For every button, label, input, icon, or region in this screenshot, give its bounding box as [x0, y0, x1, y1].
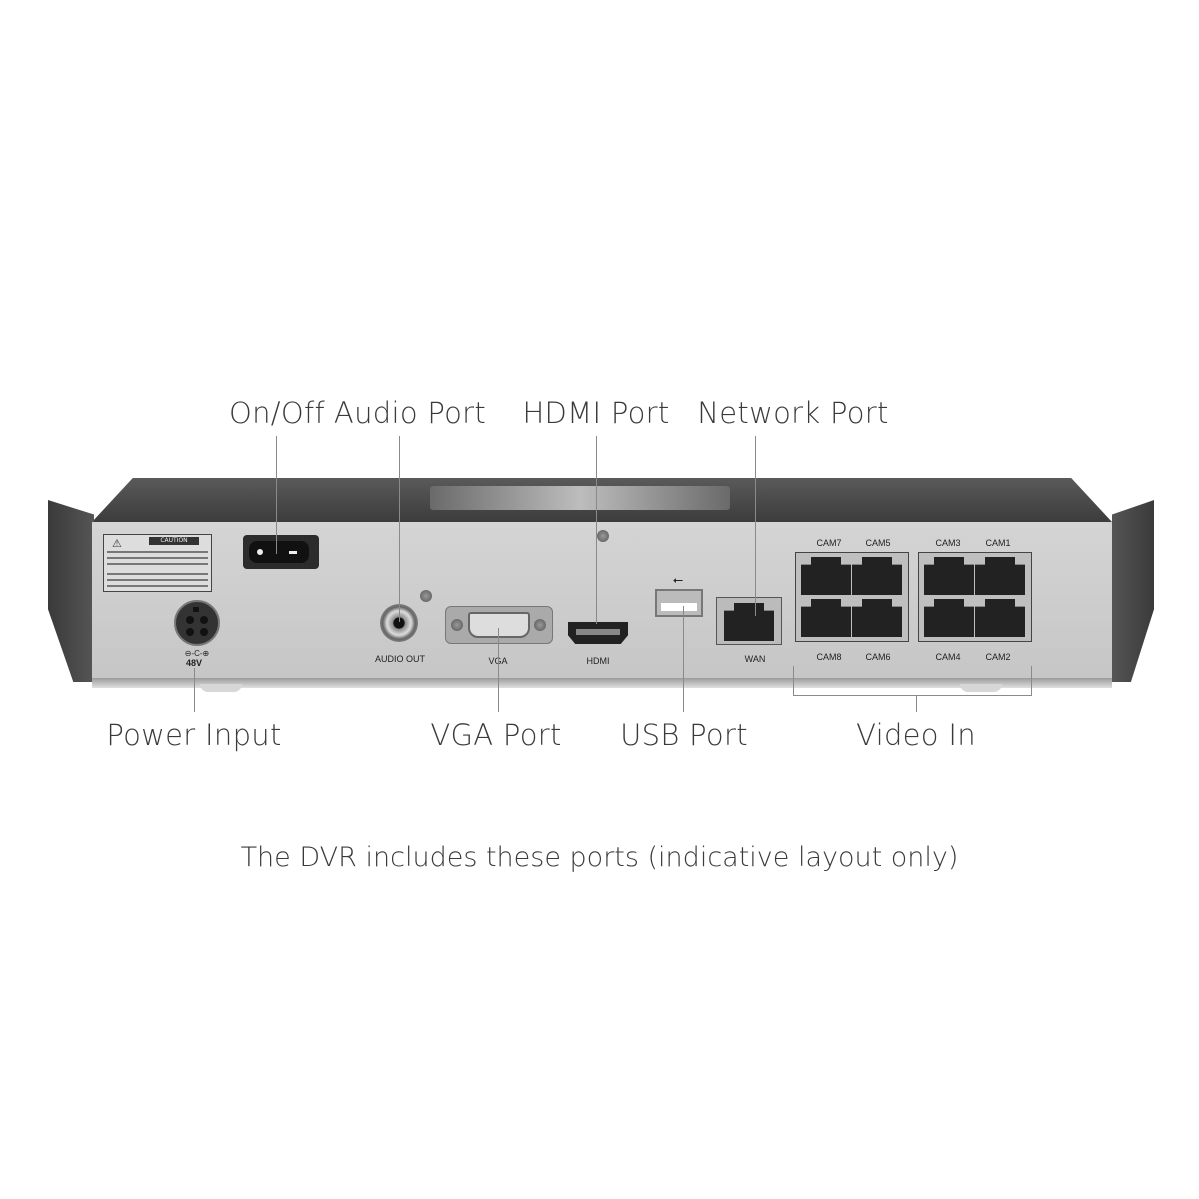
cam-label: CAM7 — [816, 538, 842, 548]
leader-line-usb — [683, 606, 684, 712]
bracket-video-in — [793, 695, 1032, 696]
caution-heading: CAUTION — [149, 537, 199, 545]
leader-line-video-in — [916, 695, 917, 712]
leader-line-power — [194, 668, 195, 712]
hdmi-label: HDMI — [586, 656, 610, 666]
device-base — [92, 678, 1112, 688]
vga-connector — [445, 606, 553, 644]
cam-label: CAM3 — [935, 538, 961, 548]
callout-network-port: Network Port — [697, 396, 889, 430]
cam-label: CAM2 — [985, 652, 1011, 662]
callout-video-in: Video In — [856, 718, 976, 752]
caution-label: ⚠ CAUTION — [103, 534, 212, 592]
callout-usb-port: USB Port — [620, 718, 748, 752]
cam-label: CAM4 — [935, 652, 961, 662]
bracket-video-in — [793, 666, 794, 696]
callout-audio-port: Audio Port — [333, 396, 487, 430]
wan-port — [716, 597, 782, 645]
camera-port-group — [918, 552, 1032, 642]
power-polarity-icon: ⊖-C-⊕ — [184, 649, 210, 658]
usb-icon: ⭠ — [672, 572, 684, 587]
power-input-jack — [174, 600, 220, 646]
cam-label: CAM6 — [865, 652, 891, 662]
callout-on-off: On/Off — [228, 396, 326, 430]
cam-label: CAM8 — [816, 652, 842, 662]
device-side-left — [48, 500, 94, 682]
hdmi-connector — [568, 622, 628, 644]
warning-triangle-icon: ⚠ — [112, 537, 122, 550]
cam-label: CAM1 — [985, 538, 1011, 548]
camera-port-group — [795, 552, 909, 642]
power-switch[interactable] — [243, 535, 319, 569]
bracket-video-in — [1031, 666, 1032, 696]
leader-line-audio — [399, 436, 400, 622]
leader-line-on-off — [276, 436, 277, 554]
lid-badge — [430, 486, 730, 510]
audio-out-label: AUDIO OUT — [374, 654, 426, 664]
callout-hdmi-port: HDMI Port — [522, 396, 670, 430]
leader-line-hdmi — [596, 436, 597, 624]
leader-line-network — [755, 436, 756, 616]
leader-line-vga — [498, 628, 499, 712]
screw — [597, 530, 609, 542]
callout-vga-port: VGA Port — [430, 718, 562, 752]
wan-label: WAN — [744, 654, 766, 664]
usb-connector — [655, 589, 703, 617]
device-foot — [960, 684, 1002, 692]
callout-power-input: Power Input — [106, 718, 282, 752]
screw — [420, 590, 432, 602]
device-foot — [200, 684, 242, 692]
device-side-right — [1112, 500, 1154, 682]
power-rating-label: 48V — [185, 658, 203, 668]
caption: The DVR includes these ports (indicative… — [240, 842, 959, 873]
cam-label: CAM5 — [865, 538, 891, 548]
